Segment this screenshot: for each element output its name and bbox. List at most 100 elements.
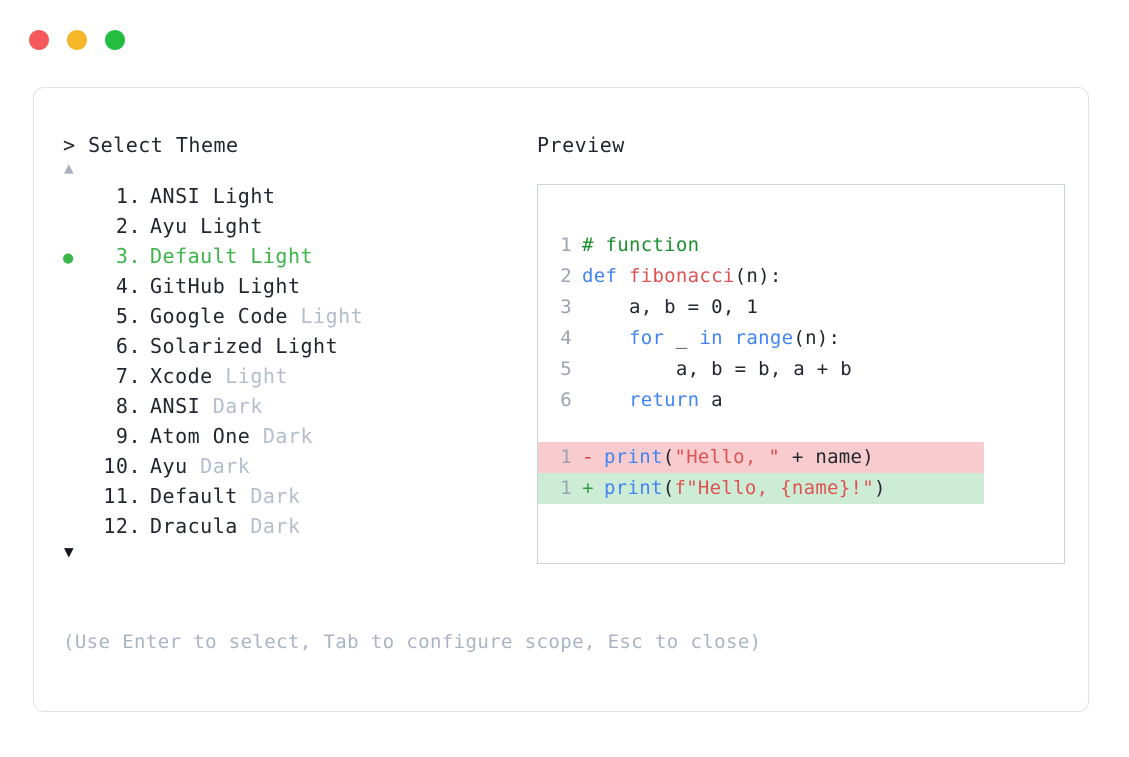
- theme-item-number: 7.: [115, 364, 141, 388]
- theme-list-item[interactable]: 7.Xcode Light: [63, 361, 533, 391]
- code-line: 4 for _ in range(n):: [538, 323, 1064, 354]
- code-token: a: [699, 389, 723, 411]
- theme-item-number: 10.: [103, 454, 141, 478]
- theme-item-number: 6.: [115, 334, 141, 358]
- code-line: 6 return a: [538, 385, 1064, 416]
- theme-list-item[interactable]: 2. Ayu Light: [63, 211, 533, 241]
- theme-item-variant: Dark: [237, 484, 301, 508]
- code-token: _: [664, 327, 700, 349]
- theme-item-variant: Light: [212, 364, 288, 388]
- code-token: print: [604, 446, 663, 468]
- code-line: 1 # function: [538, 230, 1064, 261]
- theme-item-variant: Light: [237, 244, 314, 268]
- theme-item-label: Default: [150, 484, 238, 508]
- theme-item-variant: Dark: [237, 514, 301, 538]
- theme-item-label: Ayu: [150, 214, 188, 238]
- line-number: 4: [560, 327, 572, 349]
- line-number: 3: [560, 296, 572, 318]
- code-token: a, b = 0, 1: [582, 296, 759, 318]
- keyboard-hint: (Use Enter to select, Tab to configure s…: [63, 631, 762, 653]
- code-token: + name): [780, 446, 875, 468]
- selection-bullet-icon: ●: [63, 248, 74, 268]
- theme-item-number: 2.: [115, 214, 141, 238]
- code-token: ): [874, 477, 886, 499]
- window-controls: [29, 30, 125, 50]
- code-token: (: [662, 477, 675, 499]
- theme-item-variant: Dark: [250, 424, 314, 448]
- theme-list-item[interactable]: 9. Atom One Dark: [63, 421, 533, 451]
- theme-selector-panel: > Select Theme ▲ 1. ANSI Light 2. Ayu Light…: [63, 133, 533, 563]
- theme-item-number: 8.: [115, 394, 141, 418]
- line-number: 1: [560, 234, 572, 256]
- scroll-down-icon[interactable]: ▼: [64, 542, 74, 561]
- code-line: 3 a, b = 0, 1: [538, 292, 1064, 323]
- code-token: (n):: [734, 265, 782, 287]
- theme-item-label: Ayu: [150, 454, 188, 478]
- theme-item-variant: Light: [225, 274, 301, 298]
- code-token: # function: [582, 234, 700, 256]
- line-number: 2: [560, 265, 572, 287]
- line-number: 1: [560, 477, 572, 499]
- theme-list-item[interactable]: 11. Default Dark: [63, 481, 533, 511]
- theme-list-item[interactable]: 10. Ayu Dark: [63, 451, 533, 481]
- theme-item-variant: Dark: [200, 394, 263, 418]
- theme-item-label: Atom One: [150, 424, 251, 448]
- code-token: in: [699, 327, 735, 349]
- theme-item-label: Solarized: [150, 334, 263, 358]
- theme-item-number: 4.: [115, 274, 141, 298]
- line-number: 6: [560, 389, 572, 411]
- theme-list-item[interactable]: ● 3. Default Light: [63, 241, 533, 271]
- theme-item-variant: Light: [287, 304, 364, 328]
- theme-item-label: ANSI: [150, 184, 201, 208]
- theme-item-number: 3.: [115, 244, 141, 268]
- line-number: 5: [560, 358, 572, 380]
- theme-item-label: ANSI: [150, 394, 201, 418]
- maximize-window-button[interactable]: [105, 30, 125, 50]
- code-token: [582, 323, 629, 354]
- code-spacer: [538, 416, 1064, 442]
- code-token: for: [628, 327, 665, 349]
- theme-item-variant: Dark: [187, 454, 251, 478]
- code-token: print: [604, 477, 663, 499]
- theme-item-number: 11.: [103, 484, 141, 508]
- scroll-up-icon[interactable]: ▲: [64, 158, 74, 177]
- theme-item-variant: Light: [200, 184, 276, 208]
- theme-list-item[interactable]: 1. ANSI Light: [63, 181, 533, 211]
- diff-line-added: 1+print(f"Hello, {name}!"): [538, 473, 984, 504]
- theme-item-number: 1.: [115, 184, 141, 208]
- diff-line-removed: 1-print("Hello, " + name): [538, 442, 984, 473]
- theme-item-label: Dracula: [150, 514, 238, 538]
- theme-list-item[interactable]: 12. Dracula Dark: [63, 511, 533, 541]
- code-token: "Hello, ": [674, 446, 781, 468]
- code-token: fibonacci: [628, 265, 735, 287]
- theme-item-number: 5.: [115, 304, 141, 328]
- select-theme-prompt: > Select Theme: [63, 133, 239, 157]
- theme-list-item[interactable]: 5. Google Code Light: [63, 301, 533, 331]
- theme-item-number: 12.: [103, 514, 141, 538]
- theme-list-item[interactable]: 4. GitHub Light: [63, 271, 533, 301]
- theme-item-variant: Light: [262, 334, 339, 358]
- theme-item-label: GitHub: [150, 274, 226, 298]
- code-line: 5 a, b = b, a + b: [538, 354, 1064, 385]
- code-token: (n):: [793, 327, 841, 349]
- diff-marker: +: [582, 477, 594, 499]
- preview-title: Preview: [537, 133, 625, 157]
- theme-item-number: 9.: [115, 424, 141, 448]
- code-token: return: [628, 389, 700, 411]
- diff-marker: -: [582, 446, 594, 468]
- code-token: a, b = b, a + b: [582, 358, 852, 380]
- theme-item-label: Default: [150, 244, 238, 268]
- theme-picker-card: > Select Theme ▲ 1. ANSI Light 2. Ayu Light…: [33, 87, 1089, 712]
- theme-list-item[interactable]: 8. ANSI Dark: [63, 391, 533, 421]
- code-token: range: [734, 327, 794, 349]
- theme-item-variant: Light: [187, 214, 263, 238]
- theme-item-label: Google Code: [150, 304, 288, 328]
- close-window-button[interactable]: [29, 30, 49, 50]
- theme-list-item[interactable]: 6. Solarized Light: [63, 331, 533, 361]
- line-number: 1: [560, 446, 572, 468]
- minimize-window-button[interactable]: [67, 30, 87, 50]
